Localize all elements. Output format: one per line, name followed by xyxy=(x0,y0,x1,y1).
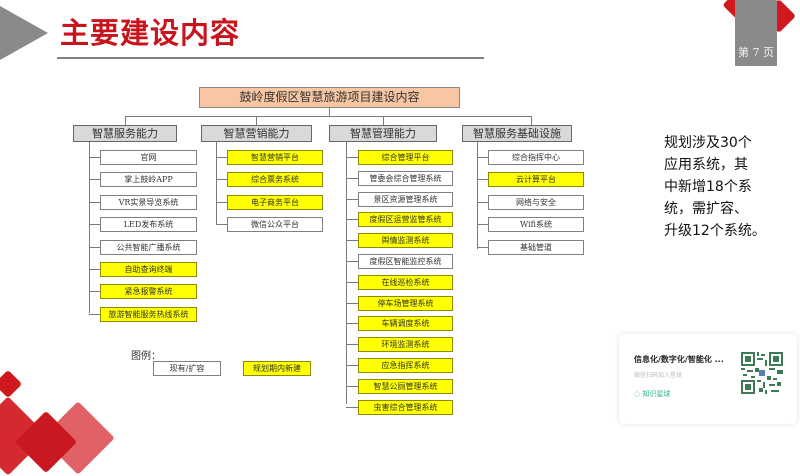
connector xyxy=(89,179,100,180)
connector xyxy=(346,199,358,200)
connector xyxy=(125,116,126,125)
connector xyxy=(383,116,384,125)
connector xyxy=(89,314,100,315)
connector xyxy=(346,178,358,179)
connector xyxy=(216,202,227,203)
diagram-root: 鼓岭度假区智慧旅游项目建设内容 xyxy=(199,87,460,108)
legend-title: 图例： xyxy=(131,351,161,362)
qr-code-icon[interactable] xyxy=(741,352,783,394)
decor-diamond xyxy=(0,369,23,399)
promo-brand-label: 知识星球 xyxy=(642,390,671,398)
system-item: 微信公众平台 xyxy=(227,217,323,232)
promo-subtitle: 微信扫码加入星球 xyxy=(634,372,683,379)
connector xyxy=(89,224,100,225)
connector xyxy=(477,179,488,180)
system-item: 景区资源管理系统 xyxy=(358,192,453,207)
summary-line: 应用系统，其 xyxy=(664,157,748,173)
summary-line: 升级12个系统。 xyxy=(664,223,766,239)
system-item: 度假区运营监管系统 xyxy=(358,212,453,227)
system-item: 舆情监测系统 xyxy=(358,233,453,248)
system-item: 管委会综合管理系统 xyxy=(358,171,453,186)
connector xyxy=(477,202,488,203)
legend-new: 规划期内新建 xyxy=(243,361,311,376)
connector xyxy=(125,116,532,117)
page-title: 主要建设内容 xyxy=(60,16,241,50)
connector xyxy=(89,142,90,313)
connector xyxy=(346,219,358,220)
summary-line: 中新增18个系 xyxy=(664,179,752,195)
connector xyxy=(477,247,488,248)
category-infrastructure: 智慧服务基础设施 xyxy=(462,125,572,142)
category-service: 智慧服务能力 xyxy=(73,125,177,142)
system-item: 智慧营销平台 xyxy=(227,150,323,165)
system-item: 云计算平台 xyxy=(488,172,584,187)
system-item: 网络与安全 xyxy=(488,195,584,210)
promo-title: 信息化/数字化/智能化 ... xyxy=(634,355,724,364)
page-number: 第 7 页 xyxy=(738,46,774,59)
connector xyxy=(256,116,257,125)
system-item: 掌上鼓岭APP xyxy=(100,172,197,187)
system-item: 电子商务平台 xyxy=(227,195,323,210)
connector xyxy=(329,108,330,116)
system-item: LED发布系统 xyxy=(100,217,197,232)
system-item: 基础管道 xyxy=(488,240,584,255)
system-item: 智慧公厕管理系统 xyxy=(358,379,453,394)
system-item: 综合票务系统 xyxy=(227,172,323,187)
connector xyxy=(346,365,358,366)
connector xyxy=(346,240,358,241)
summary-line: 规划涉及30个 xyxy=(664,135,752,151)
promo-card[interactable]: 信息化/数字化/智能化 ... 微信扫码加入星球 ◌ 知识星球 xyxy=(619,334,797,424)
connector xyxy=(89,247,100,248)
page-number-tag: 第 7 页 xyxy=(735,0,777,66)
connector xyxy=(346,303,358,304)
connector xyxy=(346,407,358,408)
connector xyxy=(477,142,478,249)
system-item: 环境监测系统 xyxy=(358,337,453,352)
system-item: 紧急报警系统 xyxy=(100,284,197,299)
legend-existing: 现有/扩容 xyxy=(153,361,221,376)
system-item: 车辆调度系统 xyxy=(358,316,453,331)
category-marketing: 智慧营销能力 xyxy=(201,125,312,142)
system-item: 旅游智能服务热线系统 xyxy=(100,307,197,322)
system-item: 综合管理平台 xyxy=(358,150,453,165)
title-divider xyxy=(57,57,484,59)
system-item: 官网 xyxy=(100,150,197,165)
connector xyxy=(216,179,227,180)
connector xyxy=(346,142,347,404)
system-item: VR实景导览系统 xyxy=(100,195,197,210)
category-management: 智慧管理能力 xyxy=(329,125,437,142)
summary-line: 统，需扩容、 xyxy=(664,201,748,217)
connector xyxy=(346,282,358,283)
connector xyxy=(346,157,358,158)
system-item: 应急指挥系统 xyxy=(358,358,453,373)
connector xyxy=(346,323,358,324)
system-item: 在线巡检系统 xyxy=(358,275,453,290)
connector xyxy=(346,344,358,345)
connector xyxy=(89,157,100,158)
system-item: 停车场管理系统 xyxy=(358,296,453,311)
connector xyxy=(89,269,100,270)
system-item: 虫害综合管理系统 xyxy=(358,400,453,415)
system-item: Wifi系统 xyxy=(488,217,584,232)
system-item: 自助查询终端 xyxy=(100,262,197,277)
connector xyxy=(477,157,488,158)
promo-brand: ◌ 知识星球 xyxy=(634,389,670,399)
connector xyxy=(531,116,532,125)
system-item: 综合指挥中心 xyxy=(488,150,584,165)
header-arrow-icon xyxy=(0,6,48,60)
connector xyxy=(216,157,227,158)
connector xyxy=(89,291,100,292)
system-item: 度假区智能监控系统 xyxy=(358,254,453,269)
summary-text: 规划涉及30个 应用系统，其 中新增18个系 统，需扩容、 升级12个系统。 xyxy=(664,132,784,242)
connector xyxy=(477,224,488,225)
connector xyxy=(346,261,358,262)
connector xyxy=(89,202,100,203)
connector xyxy=(216,142,217,225)
brand-logo-icon: ◌ xyxy=(634,390,643,398)
connector xyxy=(346,386,358,387)
connector xyxy=(216,224,227,225)
system-item: 公共智能广播系统 xyxy=(100,240,197,255)
